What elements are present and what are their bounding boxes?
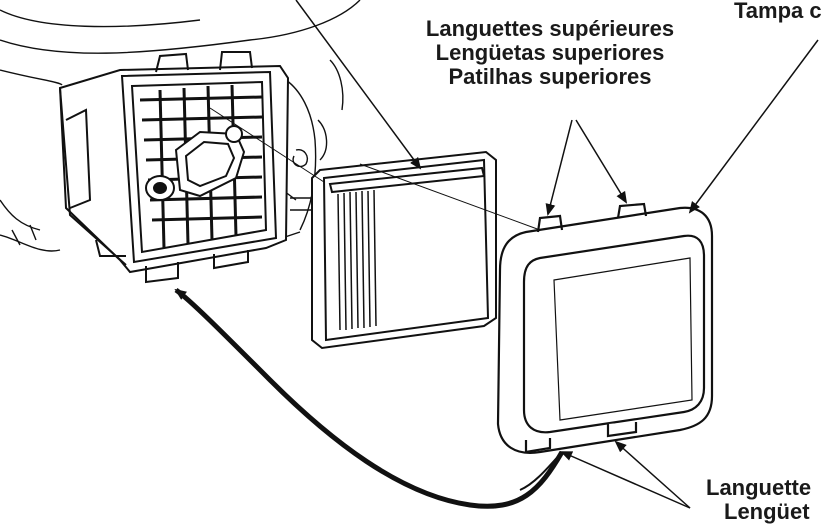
top-tabs-label: Languettes supérieures Lengüetas superio… [390,17,710,89]
leader-lines [209,0,819,509]
bottom-tabs-label-es: Lengüet [724,499,810,524]
bottom-tabs-label-fr: Languette [706,475,812,500]
top-tabs-label-es: Lengüetas superiores [435,40,665,65]
filter-base-center-boss [145,125,246,201]
assembly-arrow-tail [519,451,563,491]
cover-label-pt: Tampa c [734,0,822,23]
filter-cover [496,202,714,454]
top-tabs-label-fr: Languettes supérieures [425,16,675,41]
filter-base-housing [58,51,290,284]
assembly-arrow [174,287,565,509]
bottom-tabs-label: Languette Lengüet [706,476,811,524]
cover-label: Tampa c [734,0,822,23]
top-tabs-label-pt: Patilhas superiores [448,64,652,89]
paper-filter-element [311,150,497,350]
